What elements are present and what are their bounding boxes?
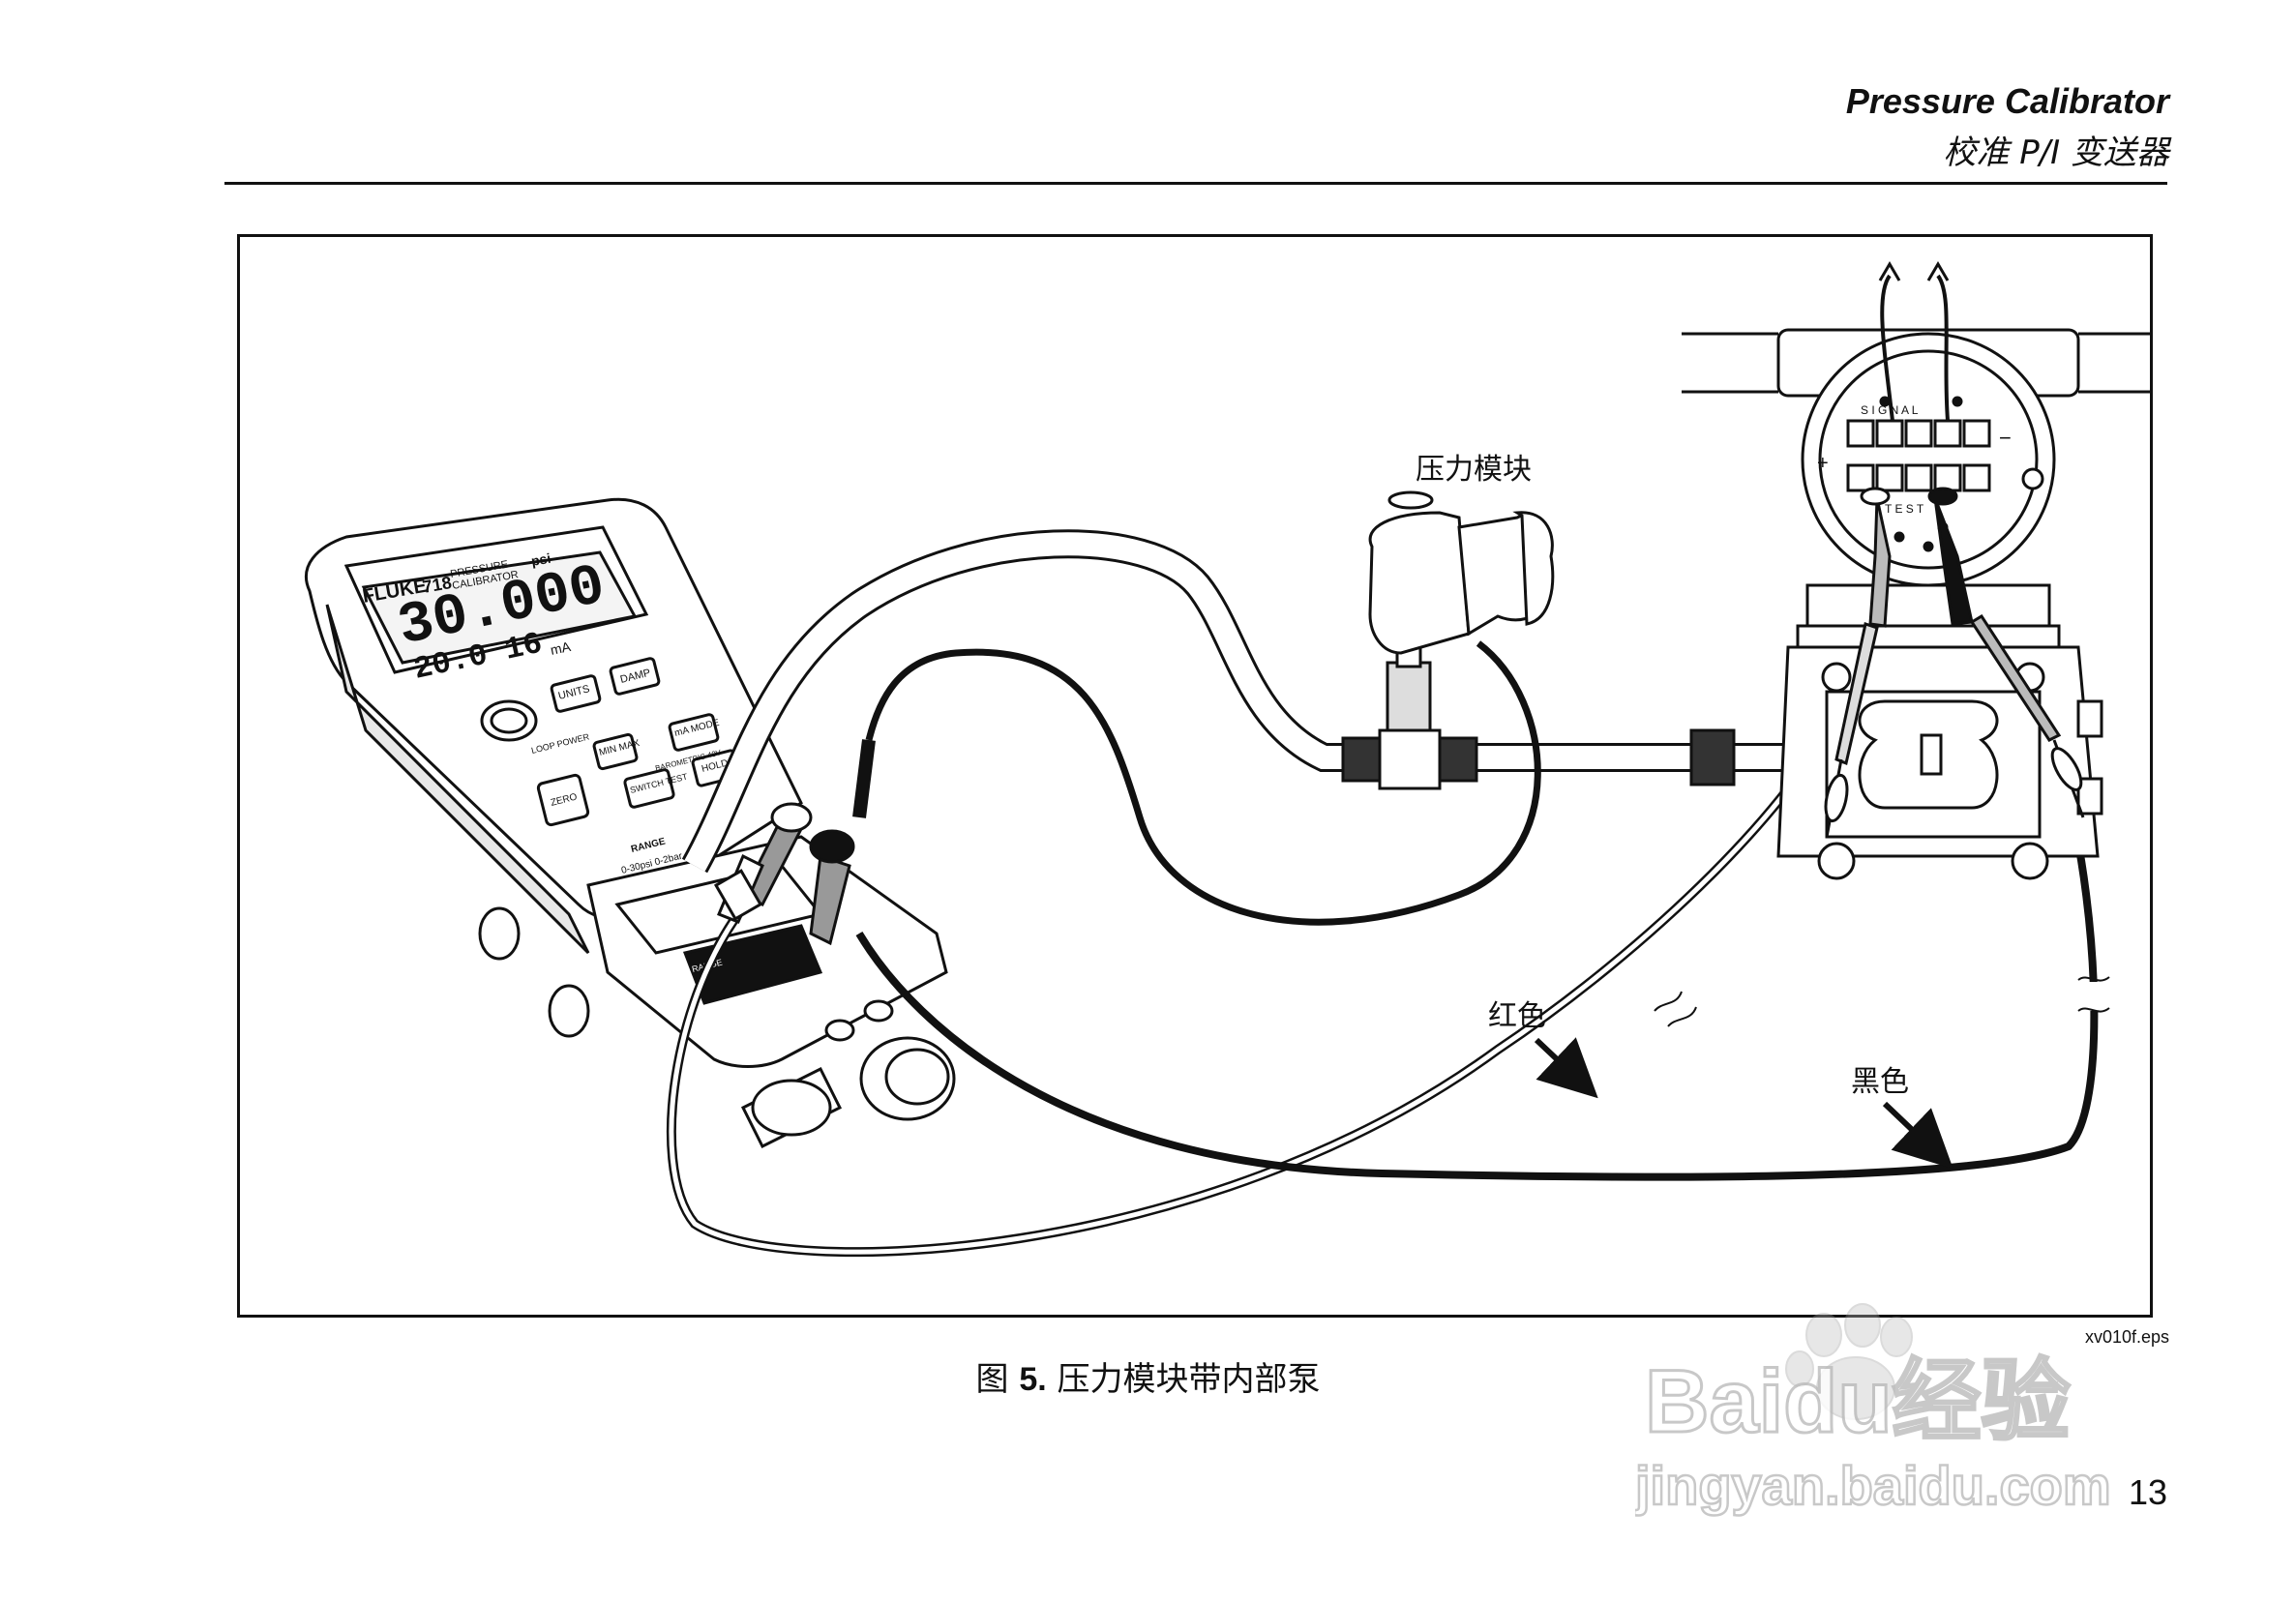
pressure-hose: [681, 529, 1798, 874]
wiring-diagram: FLUKE 718 PRESSURE CALIBRATOR psi 30.000…: [304, 261, 2150, 1258]
watermark-url: jingyan.baidu.com: [1635, 1455, 2111, 1516]
figure-caption: 图 5. 压力模块带内部泵: [0, 1352, 2296, 1400]
header-title: Pressure Calibrator: [1845, 81, 2169, 121]
header-rule: [224, 182, 2167, 185]
caption-prefix: 图: [975, 1360, 1020, 1399]
terminal-minus: −: [1999, 426, 2012, 450]
callout-red-lead: 红色: [1488, 999, 1546, 1033]
pressure-unit: psi: [530, 550, 552, 569]
module-cable: [852, 640, 1541, 926]
calibrator-probes: [713, 802, 855, 946]
calibrator-device: [304, 497, 956, 1149]
figure-frame: FLUKE 718 PRESSURE CALIBRATOR psi 30.000…: [237, 234, 2153, 1318]
red-lead-arrow: [1534, 1037, 1598, 1099]
black-test-lead: [855, 622, 2110, 1181]
header-subtitle: 校准 P/I 变送器: [1943, 134, 2169, 172]
figure-file-name: xv010f.eps: [2084, 1327, 2169, 1347]
red-test-lead: [666, 622, 1870, 1258]
terminal-plus: +: [1817, 453, 1829, 474]
transmitter: [1682, 261, 2150, 880]
page-number: 13: [2128, 1472, 2167, 1512]
signal-label: S I G N A L: [1861, 403, 1919, 417]
pressure-module: [1341, 490, 1736, 790]
transmitter-labels: S I G N A L T E S T + −: [1817, 403, 2012, 516]
caption-text: 压力模块带内部泵: [1046, 1360, 1321, 1399]
current-unit: mA: [549, 638, 573, 658]
callout-black-lead: 黑色: [1851, 1065, 1909, 1099]
test-label: T E S T: [1885, 502, 1924, 516]
black-lead-arrow: [1882, 1101, 1953, 1170]
caption-number: 5.: [1019, 1361, 1047, 1398]
callout-pressure-module: 压力模块: [1416, 453, 1532, 487]
